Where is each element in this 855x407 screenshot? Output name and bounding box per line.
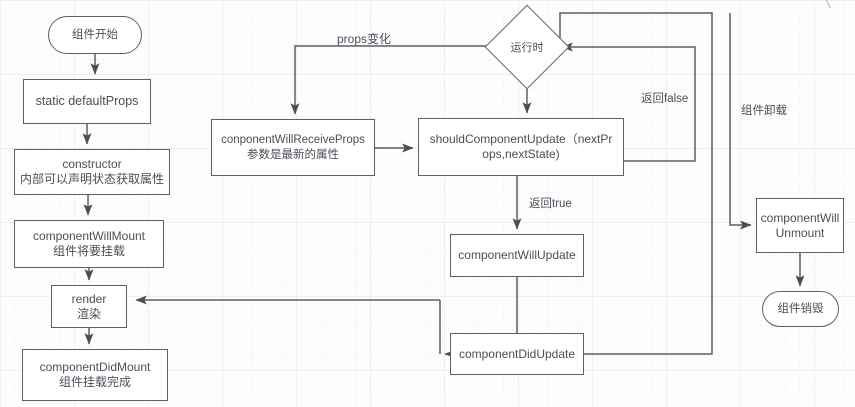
node-component-did-mount-sublabel: 组件挂载完成 (58, 375, 131, 389)
node-component-will-update-label: componentWillUpdate (458, 248, 576, 262)
corner-arc-decoration (813, 0, 855, 31)
edge-props-change (290, 45, 497, 115)
edge-label-return-false-text: 返回false (641, 93, 689, 105)
node-should-component-update-sublabel: ops,nextState) (482, 147, 560, 161)
node-render-sublabel: 渲染 (76, 306, 101, 321)
edge-label-component-unmount-text: 组件卸载 (741, 105, 787, 117)
node-component-did-update[interactable]: componentDidUpdate (450, 333, 584, 375)
node-conponent-will-receive-props-sublabel: 参数是最新的属性 (247, 148, 339, 161)
node-runtime-decision-label: 运行时 (510, 42, 544, 54)
node-constructor-label: constructor (62, 157, 122, 171)
edge-component-unmount (729, 13, 752, 230)
node-component-did-update-label: componentDidUpdate (458, 346, 576, 361)
edge-label-return-false: 返回false (641, 90, 688, 106)
node-component-will-unmount-sublabel: Unmount (775, 225, 825, 240)
node-component-did-mount[interactable]: componentDidMount 组件挂载完成 (22, 349, 168, 401)
node-start[interactable]: 组件开始 (48, 16, 142, 54)
node-constructor-sublabel: 内部可以声明状态获取属性 (19, 172, 164, 186)
node-component-will-update[interactable]: componentWillUpdate (450, 234, 584, 277)
node-static-default-props-label: static defaultProps (35, 93, 139, 108)
node-should-component-update-label: shouldComponentUpdate（nextPr (429, 132, 613, 146)
node-component-destroyed[interactable]: 组件销毁 (762, 291, 839, 327)
node-start-label: 组件开始 (72, 28, 118, 41)
node-should-component-update[interactable]: shouldComponentUpdate（nextPr ops,nextSta… (418, 118, 624, 176)
node-render-label: render (71, 291, 107, 306)
edge-label-return-true-text: 返回true (529, 198, 572, 210)
edge-label-props-change: props变化 (337, 30, 391, 47)
node-component-did-mount-label: componentDidMount (39, 360, 151, 374)
edge-label-return-true: 返回true (529, 195, 572, 211)
edge-label-props-change-text: props变化 (337, 32, 392, 46)
node-component-will-mount-label: componentWillMount (32, 229, 146, 243)
node-component-will-mount[interactable]: componentWillMount 组件将要挂载 (14, 220, 164, 268)
node-runtime-decision[interactable]: 运行时 (484, 4, 570, 90)
node-render[interactable]: render 渲染 (51, 285, 127, 328)
node-conponent-will-receive-props-label: conponentWillReceiveProps (221, 134, 365, 147)
edge-didupdate-back-to-runtime (559, 12, 713, 355)
node-component-will-unmount-label: componentWill (760, 210, 840, 225)
node-component-will-mount-sublabel: 组件将要挂载 (52, 244, 125, 258)
node-static-default-props[interactable]: static defaultProps (23, 79, 151, 124)
node-constructor[interactable]: constructor 内部可以声明状态获取属性 (14, 149, 170, 195)
node-conponent-will-receive-props[interactable]: conponentWillReceiveProps 参数是最新的属性 (211, 119, 375, 176)
edge-label-component-unmount: 组件卸载 (741, 102, 787, 118)
node-component-destroyed-label: 组件销毁 (777, 302, 824, 315)
node-component-will-unmount[interactable]: componentWill Unmount (756, 198, 844, 253)
